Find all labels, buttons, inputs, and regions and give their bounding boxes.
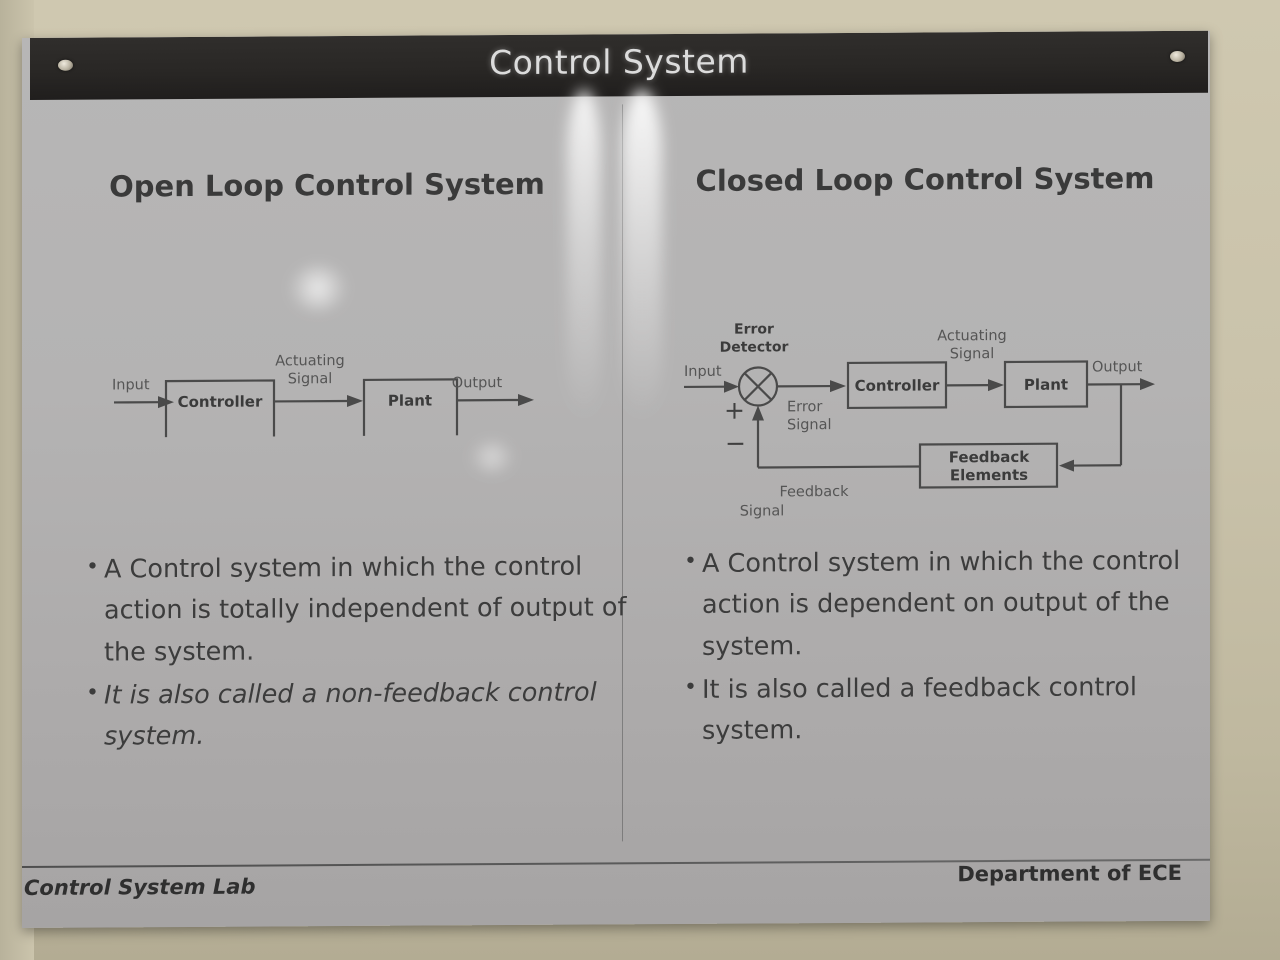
block-plant [362,378,459,438]
closed-loop-heading: Closed Loop Control System [695,161,1155,198]
arrowhead-actuating [988,379,1004,392]
block-plant-label: Plant [1024,376,1068,394]
arrowhead-output [518,393,534,406]
screw-icon-top-right [1170,50,1185,62]
label-plus-sign: + [724,396,745,425]
label-actuating-line1: Actuating [275,353,345,369]
label-feedback-signal-line2: Signal [739,503,785,520]
closed-loop-bullets: A Control system in which the control ac… [682,541,1210,755]
block-plant-label: Plant [388,391,432,409]
closed-loop-diagram: Error Detector Input + − [662,281,1172,504]
label-minus-sign: − [725,429,746,458]
block-feedback-label-line2: Elements [950,466,1028,484]
block-controller [164,379,276,438]
poster-header-bar: Control System [30,30,1208,100]
label-output: Output [452,375,503,391]
glare-blob-1 [290,264,346,313]
footer-department: Department of ECE [957,860,1182,887]
block-controller-label: Controller [855,376,940,395]
glare-streak-1 [567,89,601,420]
list-item: A Control system in which the control ac… [84,546,629,673]
label-output: Output [1092,359,1143,375]
label-error-detector-line1: Error [734,321,774,337]
glare-blob-2 [470,439,514,475]
list-item: A Control system in which the control ac… [682,541,1210,668]
label-actuating-line2: Signal [950,346,995,362]
block-feedback-label-line1: Feedback [949,448,1030,466]
open-loop-bullets: A Control system in which the control ac… [84,546,629,760]
arrowhead-feedback-into-junction [752,405,764,421]
arrowhead-actuating [347,395,363,408]
label-input: Input [684,364,722,380]
list-item: It is also called a feedback control sys… [682,667,1210,753]
label-actuating-line2: Signal [288,371,333,387]
label-actuating-line1: Actuating [937,328,1007,344]
footer-lab-name: Control System Lab [24,874,256,900]
arrowhead-feedback-in [1059,459,1074,472]
arrowhead-error-signal [830,380,846,393]
poster-board: Control System Open Loop Control System … [22,30,1210,928]
wire-feedback-return [758,465,920,469]
open-loop-diagram: Controller Plant Input Actuating Signal … [62,325,562,438]
label-feedback-signal-line1: Feedback [779,484,849,500]
arrowhead-input [724,380,739,393]
page-title: Control System [489,41,749,83]
block-controller-label: Controller [178,393,263,412]
glare-streak-2 [622,89,662,420]
arrowhead-output [1140,378,1155,391]
label-error-detector-line2: Detector [720,339,789,355]
label-error-signal-line2: Signal [787,417,832,433]
open-loop-heading: Open Loop Control System [109,166,545,204]
screw-icon-top-left [58,59,73,71]
label-input: Input [112,377,150,393]
list-item: It is also called a non-feedback control… [84,672,629,758]
label-error-signal-line1: Error [787,399,822,415]
